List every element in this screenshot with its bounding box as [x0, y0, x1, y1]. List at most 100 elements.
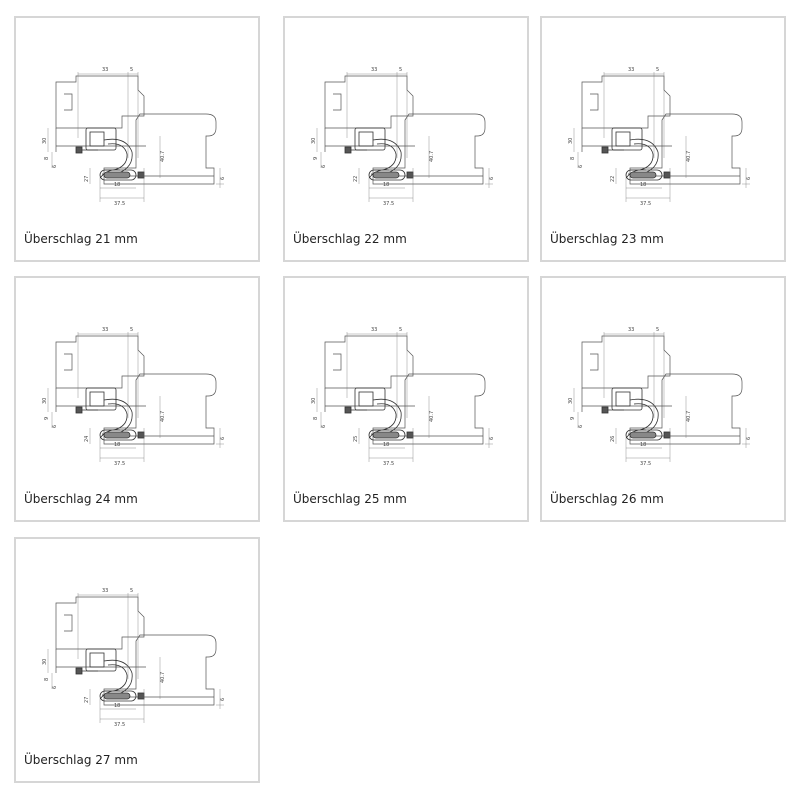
dim-left: 30	[42, 398, 48, 404]
dim-top-small: 5	[130, 327, 133, 333]
drawing-card: 33 5 30 9 6 26 18 37.5 40.7 6 Überschlag…	[540, 276, 786, 522]
dim-left-small-a: 9	[570, 417, 576, 420]
dim-left-small-a: 8	[313, 417, 319, 420]
dim-height: 40.7	[160, 672, 166, 683]
card-caption: Überschlag 23 mm	[550, 232, 664, 246]
card-caption: Überschlag 27 mm	[24, 753, 138, 767]
dim-top-small: 5	[399, 327, 402, 333]
dim-left-small-b: 6	[578, 425, 584, 428]
drawing-card: 33 5 30 8 6 27 18 37.5 40.7 6 Überschlag…	[14, 16, 260, 262]
dim-left: 30	[311, 398, 317, 404]
hinge-mechanism	[75, 387, 145, 441]
dim-left: 30	[311, 138, 317, 144]
hinge-section-drawing: 33 5 30 8 6 27 18 37.5 40.7 6	[42, 588, 226, 728]
frame-profile	[324, 75, 486, 185]
dim-gap: 22	[610, 176, 616, 182]
dim-right-small: 6	[220, 177, 226, 180]
drawing-card: 33 5 30 8 6 25 18 37.5 40.7 6 Überschlag…	[283, 276, 529, 522]
dim-bottom-a: 18	[383, 182, 389, 188]
dim-left-small-b: 6	[52, 165, 58, 168]
dim-right-small: 6	[220, 437, 226, 440]
dim-left-small-a: 9	[313, 157, 319, 160]
dim-gap: 26	[610, 436, 616, 442]
dim-top: 33	[628, 67, 634, 73]
dim-bottom-a: 18	[114, 442, 120, 448]
dim-right-small: 6	[220, 698, 226, 701]
drawing-card: 33 5 30 8 6 22 18 37.5 40.7 6 Überschlag…	[540, 16, 786, 262]
drawing-card: 33 5 30 8 6 27 18 37.5 40.7 6 Überschlag…	[14, 537, 260, 783]
card-caption: Überschlag 25 mm	[293, 492, 407, 506]
dim-right-small: 6	[489, 177, 495, 180]
hinge-mechanism	[601, 387, 671, 441]
dim-right-small: 6	[746, 177, 752, 180]
dim-left-small-b: 6	[52, 425, 58, 428]
dim-left-small-b: 6	[578, 165, 584, 168]
hinge-section-drawing: 33 5 30 9 6 22 18 37.5 40.7 6	[311, 67, 495, 207]
dim-bottom-a: 18	[640, 182, 646, 188]
frame-profile	[581, 75, 743, 185]
dim-left: 30	[42, 138, 48, 144]
frame-profile	[581, 335, 743, 445]
dimension-lines	[47, 593, 224, 723]
dim-left-small-b: 6	[52, 686, 58, 689]
dim-top: 33	[371, 327, 377, 333]
hinge-section-drawing: 33 5 30 9 6 26 18 37.5 40.7 6	[568, 327, 752, 467]
dim-bottom-b: 37.5	[383, 461, 394, 467]
dim-bottom-b: 37.5	[114, 722, 125, 728]
dim-left-small-a: 8	[570, 157, 576, 160]
dim-gap: 27	[84, 697, 90, 703]
hinge-mechanism	[75, 648, 145, 702]
dim-left: 30	[568, 138, 574, 144]
dim-bottom-b: 37.5	[114, 461, 125, 467]
dim-gap: 25	[353, 436, 359, 442]
dim-height: 40.7	[160, 411, 166, 422]
hinge-mechanism	[344, 127, 414, 181]
dim-bottom-b: 37.5	[640, 461, 651, 467]
dim-gap: 24	[84, 436, 90, 442]
drawing-card: 33 5 30 9 6 24 18 37.5 40.7 6 Überschlag…	[14, 276, 260, 522]
dim-height: 40.7	[686, 151, 692, 162]
dim-bottom-b: 37.5	[114, 201, 125, 207]
dim-right-small: 6	[746, 437, 752, 440]
dim-gap: 22	[353, 176, 359, 182]
dim-height: 40.7	[686, 411, 692, 422]
dim-left: 30	[42, 659, 48, 665]
dim-height: 40.7	[160, 151, 166, 162]
frame-profile	[324, 335, 486, 445]
dim-bottom-a: 18	[114, 182, 120, 188]
dim-left-small-a: 9	[44, 417, 50, 420]
dim-bottom-a: 18	[640, 442, 646, 448]
dim-height: 40.7	[429, 151, 435, 162]
dim-left-small-b: 6	[321, 165, 327, 168]
dimension-lines	[316, 72, 493, 202]
drawing-card: 33 5 30 9 6 22 18 37.5 40.7 6 Überschlag…	[283, 16, 529, 262]
card-caption: Überschlag 21 mm	[24, 232, 138, 246]
dim-top: 33	[102, 67, 108, 73]
dim-top-small: 5	[656, 67, 659, 73]
dim-bottom-b: 37.5	[640, 201, 651, 207]
dim-top-small: 5	[130, 588, 133, 594]
dimension-lines	[573, 72, 750, 202]
dim-top: 33	[102, 588, 108, 594]
dim-right-small: 6	[489, 437, 495, 440]
dim-gap: 27	[84, 176, 90, 182]
dim-left-small-b: 6	[321, 425, 327, 428]
dimension-lines	[573, 332, 750, 462]
hinge-section-drawing: 33 5 30 8 6 27 18 37.5 40.7 6	[42, 67, 226, 207]
hinge-section-drawing: 33 5 30 8 6 22 18 37.5 40.7 6	[568, 67, 752, 207]
dim-bottom-a: 18	[114, 703, 120, 709]
dim-left: 30	[568, 398, 574, 404]
frame-profile	[55, 335, 217, 445]
card-caption: Überschlag 24 mm	[24, 492, 138, 506]
dim-top-small: 5	[130, 67, 133, 73]
dim-top: 33	[371, 67, 377, 73]
dim-left-small-a: 8	[44, 157, 50, 160]
dimension-lines	[47, 72, 224, 202]
dim-height: 40.7	[429, 411, 435, 422]
hinge-section-drawing: 33 5 30 8 6 25 18 37.5 40.7 6	[311, 327, 495, 467]
hinge-section-drawing: 33 5 30 9 6 24 18 37.5 40.7 6	[42, 327, 226, 467]
dim-left-small-a: 8	[44, 678, 50, 681]
dim-top-small: 5	[656, 327, 659, 333]
dim-bottom-a: 18	[383, 442, 389, 448]
dim-top: 33	[628, 327, 634, 333]
